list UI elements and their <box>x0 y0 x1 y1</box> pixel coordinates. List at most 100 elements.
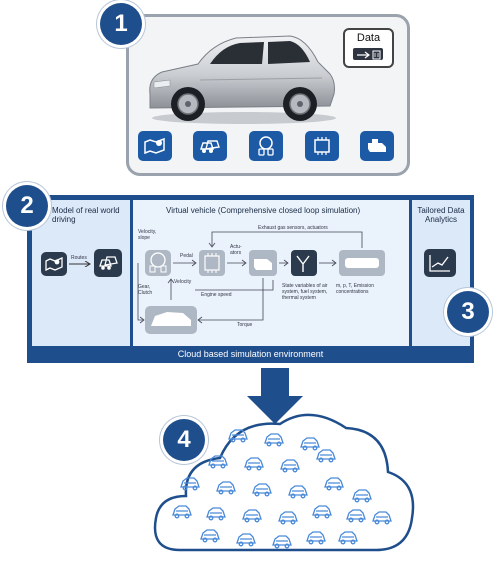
cloud-car-icon <box>280 459 300 470</box>
cloud-car-icon <box>324 477 344 488</box>
engine-icon <box>360 131 394 161</box>
cloud-car-wheel <box>326 485 332 491</box>
cloud-car-wheel <box>238 541 244 547</box>
cloud-car-icon <box>352 489 372 500</box>
cloud-car-icon <box>244 457 264 468</box>
cloud-car-wheel <box>274 543 280 549</box>
cloud-car-icon <box>316 449 336 460</box>
routes-label: Routes <box>71 255 87 261</box>
cloud-car-icon <box>180 477 200 488</box>
cloud-car-wheel <box>240 437 246 443</box>
ecu-chip-icon <box>305 131 339 161</box>
cloud-car-wheel <box>248 541 254 547</box>
data-box: Data <box>343 28 394 68</box>
cloud-car-wheel <box>192 485 198 491</box>
cloud-car-wheel <box>336 485 342 491</box>
analytics-chart-icon <box>424 249 456 277</box>
cloud-car-wheel <box>324 513 330 519</box>
badge-4: 4 <box>163 419 205 461</box>
cloud-car-wheel <box>282 467 288 473</box>
cloud-car-wheel <box>174 513 180 519</box>
cloud-car-wheel <box>208 515 214 521</box>
cloud-car-icon <box>272 535 292 546</box>
cloud-car-wheel <box>220 463 226 469</box>
cloud-car-wheel <box>266 441 272 447</box>
cloud-car-wheel <box>202 537 208 543</box>
vehicle-loop-diagram <box>137 231 385 334</box>
cloud-car-wheel <box>348 517 354 523</box>
cloud-car-wheel <box>318 457 324 463</box>
cloud-car-icon <box>264 433 284 444</box>
cloud-car-wheel <box>212 537 218 543</box>
cloud-car-wheel <box>230 437 236 443</box>
badge-2: 2 <box>6 185 48 227</box>
cloud-car-icon <box>300 437 320 448</box>
cloud-car-wheel <box>254 491 260 497</box>
usb-sd-icon <box>353 48 383 60</box>
cloud-car-icon <box>200 529 220 540</box>
cloud-car-icon <box>208 455 228 466</box>
pedal-label: Pedal <box>180 253 193 259</box>
down-arrow <box>247 368 303 424</box>
driver-block <box>145 250 171 276</box>
virtual-vehicle-title: Virtual vehicle (Comprehensive closed lo… <box>166 206 361 215</box>
cloud-car-wheel <box>254 517 260 523</box>
cars-icon <box>193 131 227 161</box>
cloud-car-icon <box>216 481 236 492</box>
cloud-car-wheel <box>350 539 356 545</box>
cloud-car-wheel <box>328 457 334 463</box>
cloud-car-icon <box>228 429 248 440</box>
cloud-fleet <box>153 413 415 552</box>
cloud-car-wheel <box>314 513 320 519</box>
cloud-car-wheel <box>218 489 224 495</box>
torque-label: Torque <box>237 322 253 328</box>
cloud-car-wheel <box>374 519 380 525</box>
exhaust-sensors-label: Exhaust gas sensors, actuators <box>258 225 328 231</box>
cloud-car-wheel <box>264 491 270 497</box>
state-variables-label: State variables of air system, fuel syst… <box>282 283 328 301</box>
hatchback-car-image <box>149 35 336 124</box>
actuators-label: Actu-ators <box>230 244 242 256</box>
cloud-car-icon <box>252 483 272 494</box>
cloud-car-icon <box>346 509 366 520</box>
cloud-car-icon <box>306 531 326 542</box>
cloud-car-wheel <box>184 513 190 519</box>
cloud-car-wheel <box>358 517 364 523</box>
badge-3: 3 <box>447 291 489 333</box>
analytics-title: Tailored Data Analytics <box>417 206 465 224</box>
cloud-car-wheel <box>210 463 216 469</box>
traffic-cars-icon <box>94 249 122 277</box>
map-route-icon <box>138 131 172 161</box>
cloud-car-icon <box>242 509 262 520</box>
real-driving-title: Model of real world driving <box>52 206 120 224</box>
cloud-car-wheel <box>290 493 296 499</box>
cloud-car-wheel <box>308 539 314 545</box>
cloud-car-wheel <box>218 515 224 521</box>
cloud-car-wheel <box>364 497 370 503</box>
cloud-car-wheel <box>300 493 306 499</box>
cloud-environment-label: Cloud based simulation environment <box>177 349 324 359</box>
cloud-car-icon <box>338 531 358 542</box>
velocity-label: Velocity <box>174 279 192 285</box>
cloud-car-wheel <box>318 539 324 545</box>
badge-1: 1 <box>100 3 142 45</box>
cloud-car-wheel <box>384 519 390 525</box>
cloud-car-wheel <box>354 497 360 503</box>
gear-clutch-label: Gear, Clutch <box>138 284 153 296</box>
cloud-car-wheel <box>246 465 252 471</box>
cloud-car-icon <box>372 511 392 522</box>
data-label: Data <box>356 32 381 44</box>
cloud-car-wheel <box>292 467 298 473</box>
cloud-car-wheel <box>312 445 318 451</box>
route-map-icon <box>41 252 67 276</box>
cloud-car-wheel <box>280 519 286 525</box>
cloud-car-wheel <box>244 517 250 523</box>
cloud-car-wheel <box>340 539 346 545</box>
emission-label: m, p, T, Emission concentrations <box>336 283 374 295</box>
cloud-car-wheel <box>228 489 234 495</box>
cloud-car-icon <box>312 505 332 516</box>
cloud-car-wheel <box>284 543 290 549</box>
cloud-car-icon <box>172 505 192 516</box>
cloud-car-icon <box>206 507 226 518</box>
cloud-car-icon <box>236 533 256 544</box>
